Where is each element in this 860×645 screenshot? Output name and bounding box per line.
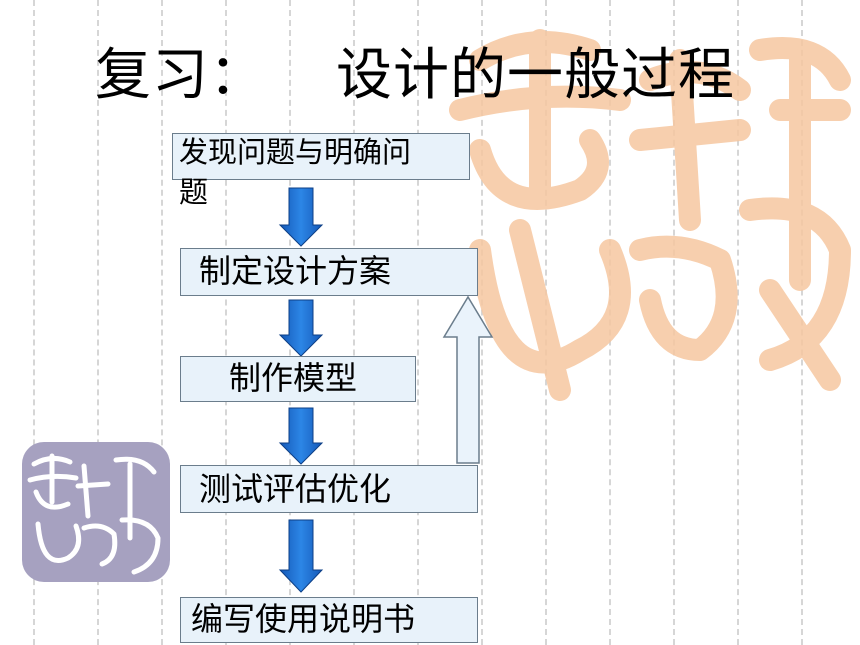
step-discover-problem: 发现问题与明确问 题 (172, 133, 470, 209)
title-main: 设计的一般过程 (336, 43, 735, 108)
decorative-seal-large (449, 29, 851, 401)
step-2-label: 制定设计方案 (199, 252, 392, 290)
title-review-label: 复习： (95, 43, 266, 108)
feedback-up-arrow (442, 295, 494, 464)
step-1-label-line2: 题 (179, 175, 209, 209)
decorative-seal-small (22, 442, 170, 582)
page-title: 复习： 设计的一般过程 (95, 30, 735, 111)
down-arrow-4 (278, 519, 324, 593)
step-test-evaluate: 测试评估优化 (180, 465, 478, 513)
step-design-plan: 制定设计方案 (180, 248, 478, 296)
down-arrow-2 (278, 299, 324, 357)
step-make-model: 制作模型 (180, 356, 416, 402)
step-3-label: 制作模型 (229, 359, 358, 397)
down-arrow-1 (278, 187, 324, 247)
step-4-label: 测试评估优化 (199, 470, 392, 508)
step-write-manual: 编写使用说明书 (180, 597, 478, 643)
step-5-label: 编写使用说明书 (191, 600, 416, 638)
down-arrow-3 (278, 407, 324, 465)
step-1-label-line1: 发现问题与明确问 (179, 135, 412, 169)
